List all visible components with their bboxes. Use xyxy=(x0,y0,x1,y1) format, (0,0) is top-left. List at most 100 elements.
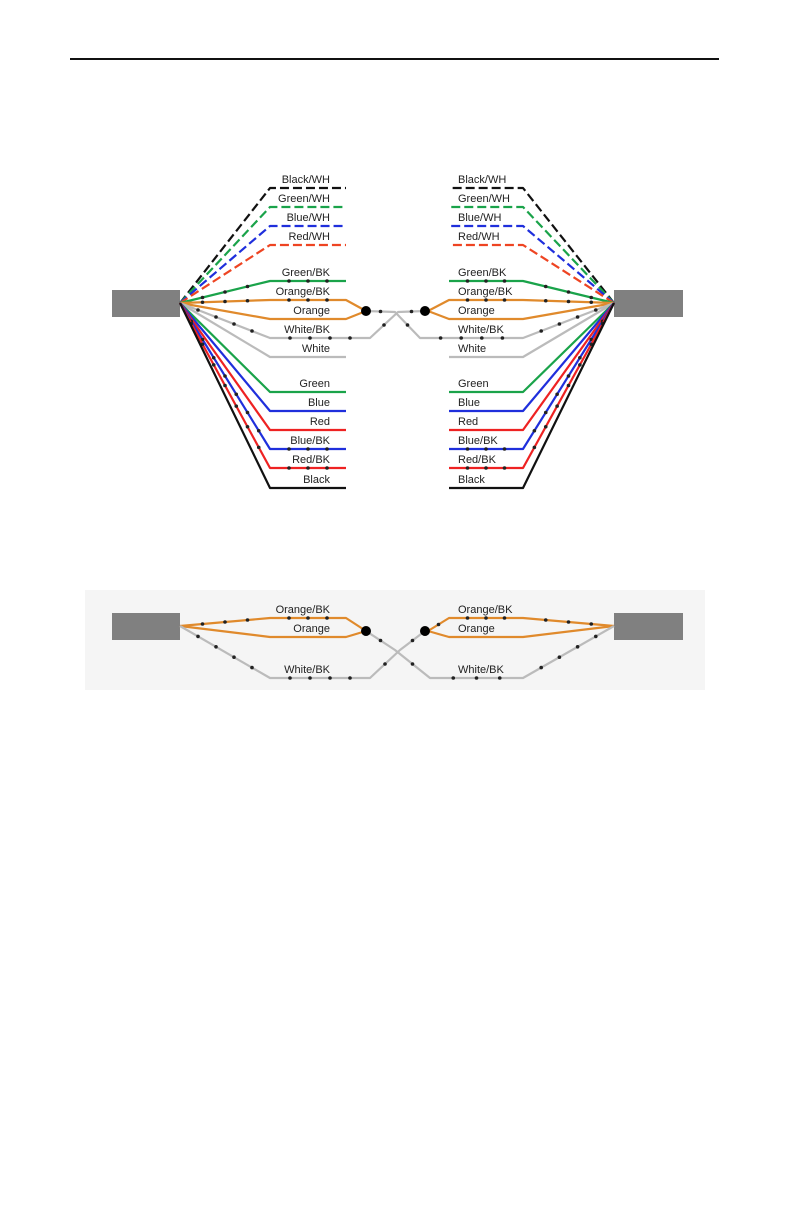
wire-marker-dot xyxy=(257,429,261,433)
wire-marker-dot xyxy=(306,279,310,283)
wire-marker-dot xyxy=(533,429,537,433)
wire-marker-dot xyxy=(201,300,205,304)
wire-marker-dot xyxy=(246,411,250,415)
wire-marker-dot xyxy=(201,296,205,300)
wire-marker-dot xyxy=(411,662,415,666)
wire-label: White/BK xyxy=(458,324,505,336)
wire-marker-dot xyxy=(223,290,227,294)
right-cable-stub xyxy=(614,290,683,317)
wire-marker-dot xyxy=(383,662,387,666)
wire-marker-dot xyxy=(288,336,292,340)
wire-marker-dot xyxy=(544,299,548,303)
wire-marker-dot xyxy=(466,279,470,283)
wire-marker-dot xyxy=(214,645,218,649)
wire-marker-dot xyxy=(250,666,254,670)
wire-marker-dot xyxy=(406,323,410,327)
wire-marker-dot xyxy=(325,447,329,451)
wire-line xyxy=(180,303,366,319)
wire-label: Blue/WH xyxy=(287,212,330,224)
wire-marker-dot xyxy=(214,315,218,319)
wire-line xyxy=(428,300,614,311)
wire-marker-dot xyxy=(466,298,470,302)
wire-label: Blue/BK xyxy=(458,435,498,447)
wire-marker-dot xyxy=(567,290,571,294)
wire-marker-dot xyxy=(555,404,559,408)
wire-marker-dot xyxy=(223,300,227,304)
wire-marker-dot xyxy=(484,279,488,283)
wire-label: Red/BK xyxy=(458,454,497,466)
wire-marker-dot xyxy=(234,392,238,396)
wire-marker-dot xyxy=(328,336,332,340)
wire-marker-dot xyxy=(567,374,571,378)
wire-marker-dot xyxy=(308,676,312,680)
wire-marker-dot xyxy=(306,298,310,302)
wire-marker-dot xyxy=(576,315,580,319)
wire-label: Black/WH xyxy=(282,174,330,186)
wire-marker-dot xyxy=(212,363,216,367)
wire-label: Black xyxy=(458,474,485,486)
wire-marker-dot xyxy=(451,676,455,680)
wire-marker-dot xyxy=(196,635,200,639)
right-connector-dot xyxy=(420,306,430,316)
wire-marker-dot xyxy=(459,336,463,340)
wire-label: Orange xyxy=(458,623,495,635)
wire-marker-dot xyxy=(578,356,582,360)
right-cable-stub xyxy=(614,613,683,640)
wire-marker-dot xyxy=(306,616,310,620)
wire-marker-dot xyxy=(466,466,470,470)
wire-marker-dot xyxy=(328,676,332,680)
wire-marker-dot xyxy=(308,336,312,340)
wire-marker-dot xyxy=(410,310,414,314)
wire-marker-dot xyxy=(212,356,216,360)
wire-label: Green xyxy=(458,378,489,390)
wire-marker-dot xyxy=(578,363,582,367)
wire-label: Orange/BK xyxy=(276,604,331,616)
wire-label: Red/WH xyxy=(288,231,330,243)
wire-label: Red/WH xyxy=(458,231,500,243)
wire-marker-dot xyxy=(555,392,559,396)
wire-marker-dot xyxy=(223,620,227,624)
wire-label: Green/BK xyxy=(282,267,331,279)
wire-marker-dot xyxy=(232,655,236,659)
wire-marker-dot xyxy=(246,285,250,289)
wire-marker-dot xyxy=(325,466,329,470)
wire-marker-dot xyxy=(234,404,238,408)
wire-marker-dot xyxy=(379,310,383,314)
wire-marker-dot xyxy=(503,466,507,470)
wire-marker-dot xyxy=(348,336,352,340)
wire-label: Blue/BK xyxy=(290,435,330,447)
wire-marker-dot xyxy=(484,447,488,451)
wire-marker-dot xyxy=(533,446,537,450)
wire-label: White/BK xyxy=(284,664,331,676)
wire-marker-dot xyxy=(567,384,571,388)
wire-label: Green xyxy=(299,378,330,390)
wire-label: Green/WH xyxy=(458,193,510,205)
left-cable-stub xyxy=(112,290,180,317)
wire-marker-dot xyxy=(503,279,507,283)
wire-marker-dot xyxy=(567,300,571,304)
wire-marker-dot xyxy=(382,323,386,327)
wire-marker-dot xyxy=(411,639,415,643)
wire-marker-dot xyxy=(287,279,291,283)
wire-marker-dot xyxy=(466,616,470,620)
wire-marker-dot xyxy=(306,447,310,451)
wire-marker-dot xyxy=(201,622,205,626)
wire-label: Blue xyxy=(458,397,480,409)
wire-marker-dot xyxy=(567,620,571,624)
left-connector-dot xyxy=(361,626,371,636)
wire-label: Orange/BK xyxy=(458,604,513,616)
wire-marker-dot xyxy=(439,336,443,340)
wire-marker-dot xyxy=(223,384,227,388)
wire-label: White/BK xyxy=(284,324,331,336)
wire-marker-dot xyxy=(503,616,507,620)
wire-marker-dot xyxy=(475,676,479,680)
wire-label: Black xyxy=(303,474,330,486)
wire-marker-dot xyxy=(480,336,484,340)
wire-marker-dot xyxy=(544,618,548,622)
wire-label: Orange xyxy=(458,305,495,317)
wire-marker-dot xyxy=(484,466,488,470)
wire-marker-dot xyxy=(498,676,502,680)
wire-marker-dot xyxy=(325,298,329,302)
wire-marker-dot xyxy=(437,623,441,627)
wire-marker-dot xyxy=(484,616,488,620)
